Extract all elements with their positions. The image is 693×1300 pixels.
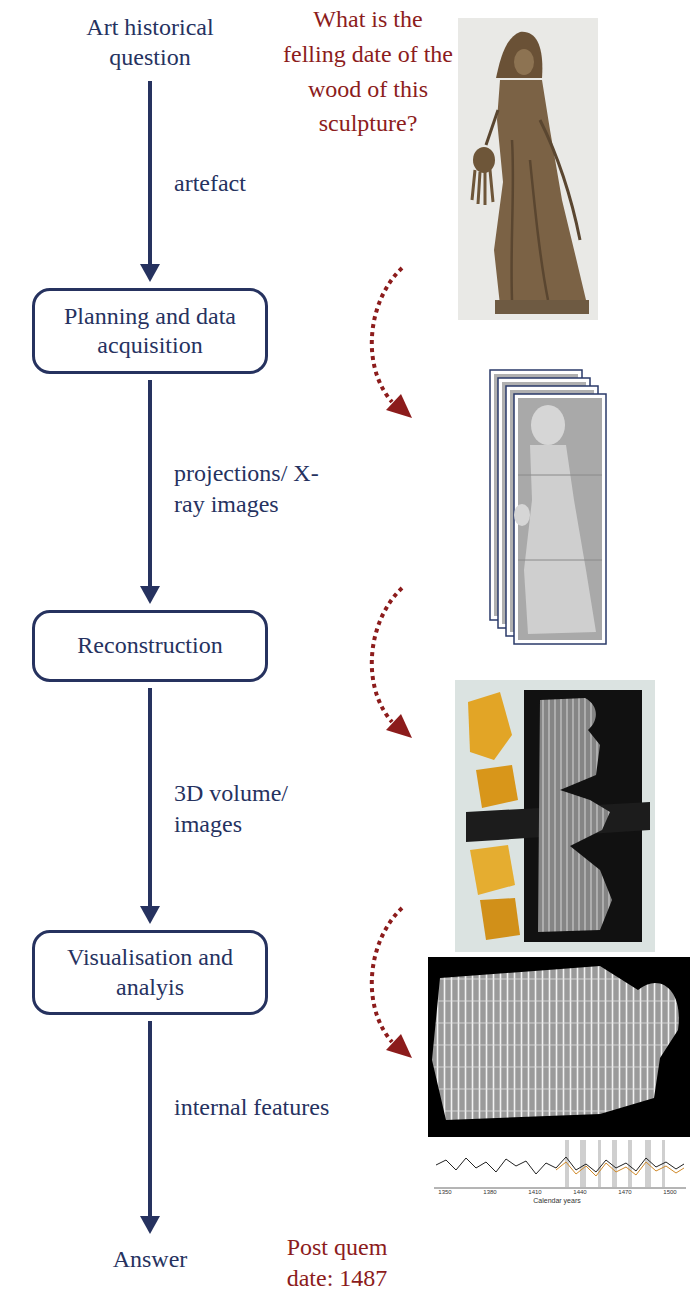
arrow-head: [140, 264, 160, 282]
flow-arrow: [140, 81, 160, 282]
flow-endpoint: Answer: [50, 1240, 250, 1280]
flow-arrow: [140, 688, 160, 924]
sculpture-photo: [458, 18, 598, 320]
question-note: What is the felling date of the wood of …: [282, 2, 454, 141]
ct-slice: [428, 957, 690, 1137]
edge-label: artefact: [174, 168, 304, 199]
edge-label: 3D volume/ images: [174, 778, 302, 840]
axis-tick: 1470: [618, 1189, 631, 1196]
ring-width-chart: [428, 1137, 690, 1209]
node-text: Art historical question: [70, 13, 230, 72]
axis-tick: 1380: [483, 1189, 496, 1196]
answer-note: Post quem date: 1487: [262, 1232, 412, 1294]
dotted-pointers: [372, 268, 402, 1042]
node-text: Planning and data acquisition: [64, 302, 236, 361]
flow-arrow: [140, 1021, 160, 1234]
edge-label: projections/ X-ray images: [174, 458, 326, 520]
edge-label: internal features: [174, 1092, 394, 1123]
xray-projections: [490, 370, 606, 644]
axis-tick: 1410: [528, 1189, 541, 1196]
node-text: Visualisation and analyis: [52, 943, 248, 1002]
volume-render: [455, 680, 655, 952]
axis-tick: 1350: [438, 1189, 451, 1196]
arrow-head: [140, 906, 160, 924]
process-box: Reconstruction: [32, 610, 268, 682]
arrow-head: [140, 586, 160, 604]
arrow-shaft: [148, 380, 152, 586]
axis-tick: 1440: [573, 1189, 586, 1196]
axis-title: Calendar years: [533, 1197, 580, 1205]
flow-arrow: [140, 380, 160, 604]
axis-tick: 1500: [663, 1189, 676, 1196]
process-box: Planning and data acquisition: [32, 288, 268, 374]
flow-endpoint: Art historical question: [50, 10, 250, 75]
arrow-shaft: [148, 81, 152, 264]
arrow-shaft: [148, 1021, 152, 1216]
node-text: Answer: [113, 1245, 188, 1274]
arrow-head: [140, 1216, 160, 1234]
pointer-heads: [386, 394, 412, 1058]
arrow-shaft: [148, 688, 152, 906]
process-box: Visualisation and analyis: [32, 930, 268, 1015]
node-text: Reconstruction: [77, 631, 222, 660]
